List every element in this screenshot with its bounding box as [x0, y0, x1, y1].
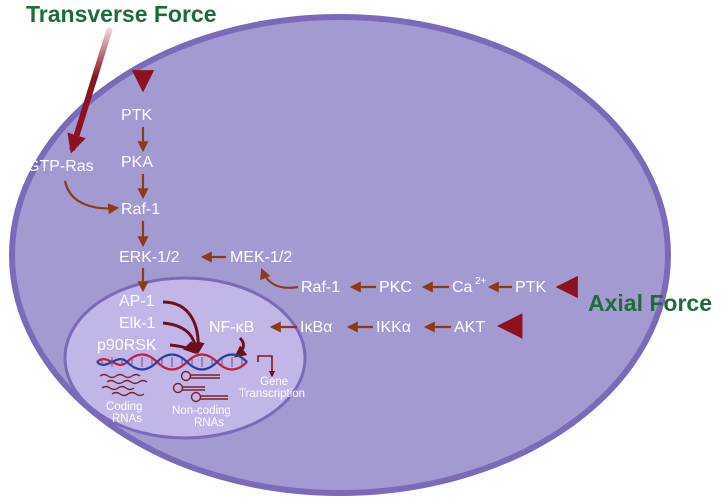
gene-transcription-label-line2: Transcription	[239, 388, 305, 400]
node-ap1: AP-1	[119, 293, 155, 310]
nucleus	[63, 276, 307, 440]
transverse-force-arrow-diagonal	[67, 27, 113, 154]
node-ikk: IKKα	[376, 319, 411, 336]
coding-rnas-label-line1: Coding	[106, 401, 142, 413]
node-ikb: IκBα	[300, 319, 332, 336]
node-ca: Ca	[452, 279, 473, 296]
dna-strand-red	[96, 353, 248, 371]
gene-transcription-label-line1: Gene	[260, 376, 288, 388]
node-erk: ERK-1/2	[119, 249, 180, 266]
node-raf1-right: Raf-1	[301, 279, 340, 296]
dna-strand-blue	[96, 353, 248, 371]
non-coding-rnas-label-line2: RNAs	[194, 417, 224, 429]
transverse-force-label: Transverse Force	[26, 1, 217, 27]
coding-rnas-label-line2: RNAs	[112, 413, 142, 425]
non-coding-rnas-label-line1: Non-coding	[172, 405, 231, 417]
node-akt: AKT	[454, 319, 485, 336]
node-gtp-ras: GTP-Ras	[27, 158, 94, 175]
pathway-arrows	[63, 127, 512, 333]
coding-rnas	[99, 373, 148, 397]
node-nfkb: NF-κB	[209, 319, 254, 336]
node-p90rsk: p90RSK	[97, 337, 157, 354]
dna-helix	[96, 353, 248, 371]
node-mek: MEK-1/2	[230, 249, 292, 266]
arrow-p90rsk-dna	[169, 340, 196, 354]
node-ptk-top: PTK	[121, 107, 152, 124]
gene-transcription-arrow	[257, 355, 276, 378]
arrow-raf1right-mek	[260, 267, 299, 289]
arrow-gtpras-raf1	[63, 180, 120, 215]
axial-force-label: Axial Force	[588, 290, 712, 316]
node-ptk-right: PTK	[515, 279, 546, 296]
node-pka: PKA	[121, 154, 153, 171]
node-pkc: PKC	[379, 279, 412, 296]
non-coding-rnas	[172, 370, 228, 403]
node-raf1-top: Raf-1	[121, 201, 160, 218]
node-elk1: Elk-1	[119, 315, 156, 332]
node-ca-superscript: 2+	[475, 276, 487, 287]
